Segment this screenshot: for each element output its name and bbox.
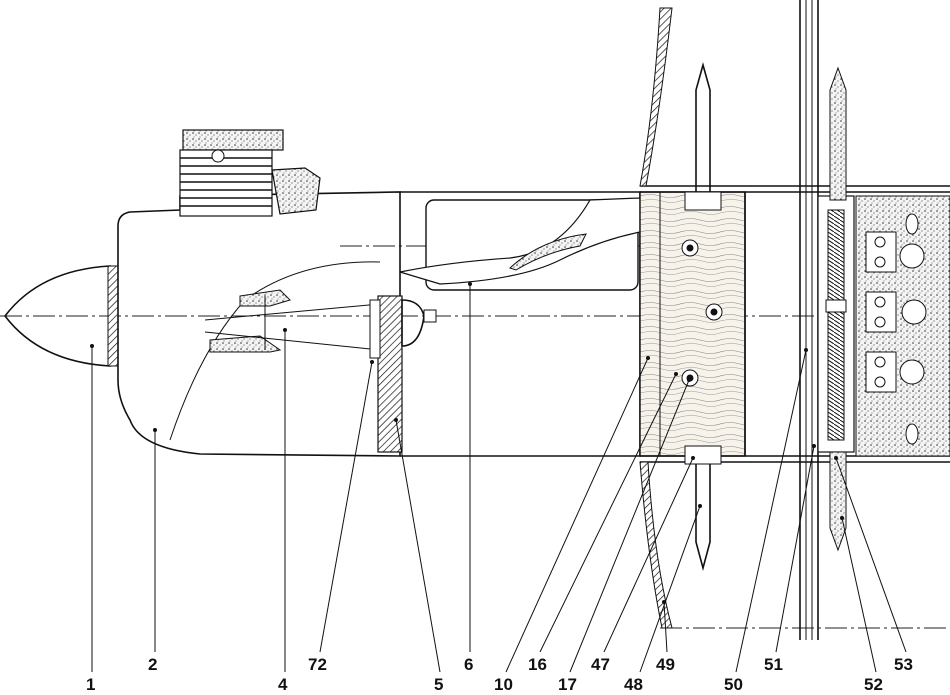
callout-17: 17 xyxy=(558,675,577,694)
callout-52: 52 xyxy=(864,675,883,694)
engine-crankcase xyxy=(205,290,380,352)
nose-cowl xyxy=(118,192,400,456)
callout-53: 53 xyxy=(894,655,913,674)
callout-labels: 1 2 4 72 5 6 10 16 17 47 48 49 50 51 52 … xyxy=(86,655,913,694)
callout-50: 50 xyxy=(724,675,743,694)
engine-mount-plate xyxy=(370,296,436,452)
hold-down-rod-lower xyxy=(830,452,846,550)
servo-compartment xyxy=(856,196,950,456)
callout-16: 16 xyxy=(528,655,547,674)
callout-49: 49 xyxy=(656,655,675,674)
callout-10: 10 xyxy=(494,675,513,694)
callout-4: 4 xyxy=(278,675,288,694)
callout-1: 1 xyxy=(86,675,95,694)
callout-6: 6 xyxy=(464,655,473,674)
hold-down-rod-upper xyxy=(830,68,846,200)
callout-48: 48 xyxy=(624,675,643,694)
callout-47: 47 xyxy=(591,655,610,674)
engine-cylinder xyxy=(180,130,320,216)
callout-51: 51 xyxy=(764,655,783,674)
callout-5: 5 xyxy=(434,675,443,694)
callout-72: 72 xyxy=(308,655,327,674)
wing-dowel-upper xyxy=(685,65,721,210)
fuel-tank xyxy=(400,192,640,456)
callout-2: 2 xyxy=(148,655,157,674)
